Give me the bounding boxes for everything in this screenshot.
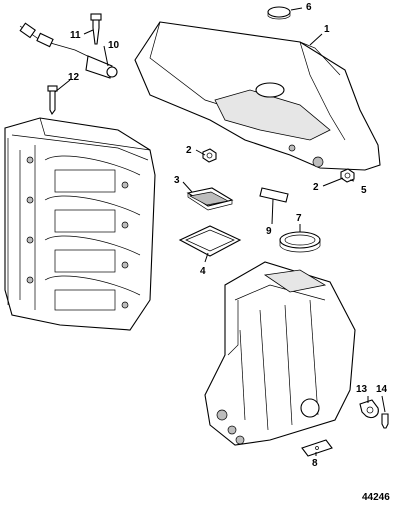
callout-2: 2 <box>186 145 192 156</box>
seal-ring <box>279 231 321 253</box>
callout-3: 3 <box>174 175 180 186</box>
plug <box>267 6 303 20</box>
insert <box>259 187 289 203</box>
bolt <box>381 413 389 429</box>
callout-5: 5 <box>361 185 367 196</box>
callout-4: 4 <box>200 266 206 277</box>
callout-11: 11 <box>70 30 81 41</box>
callout-7: 7 <box>296 213 302 224</box>
intake-manifold <box>204 261 356 446</box>
callout-12: 12 <box>68 72 80 83</box>
callout-8: 8 <box>312 458 318 469</box>
callout-2: 2 <box>313 182 319 193</box>
sensor-assembly <box>19 13 118 116</box>
callout-6: 6 <box>306 2 312 13</box>
filter-element <box>186 187 234 211</box>
callout-13: 13 <box>356 384 368 395</box>
figure-number: 44246 <box>362 492 390 503</box>
plate <box>301 439 333 457</box>
gasket <box>178 225 242 257</box>
callout-10: 10 <box>108 40 120 51</box>
intake-cover <box>134 21 381 171</box>
nut-right <box>340 168 355 183</box>
callout-9: 9 <box>266 226 272 237</box>
nut-left <box>202 148 217 163</box>
callout-14: 14 <box>376 384 388 395</box>
clamp <box>359 399 379 419</box>
leader-lines <box>54 29 386 456</box>
engine-block <box>4 117 156 331</box>
callout-1: 1 <box>324 24 330 35</box>
